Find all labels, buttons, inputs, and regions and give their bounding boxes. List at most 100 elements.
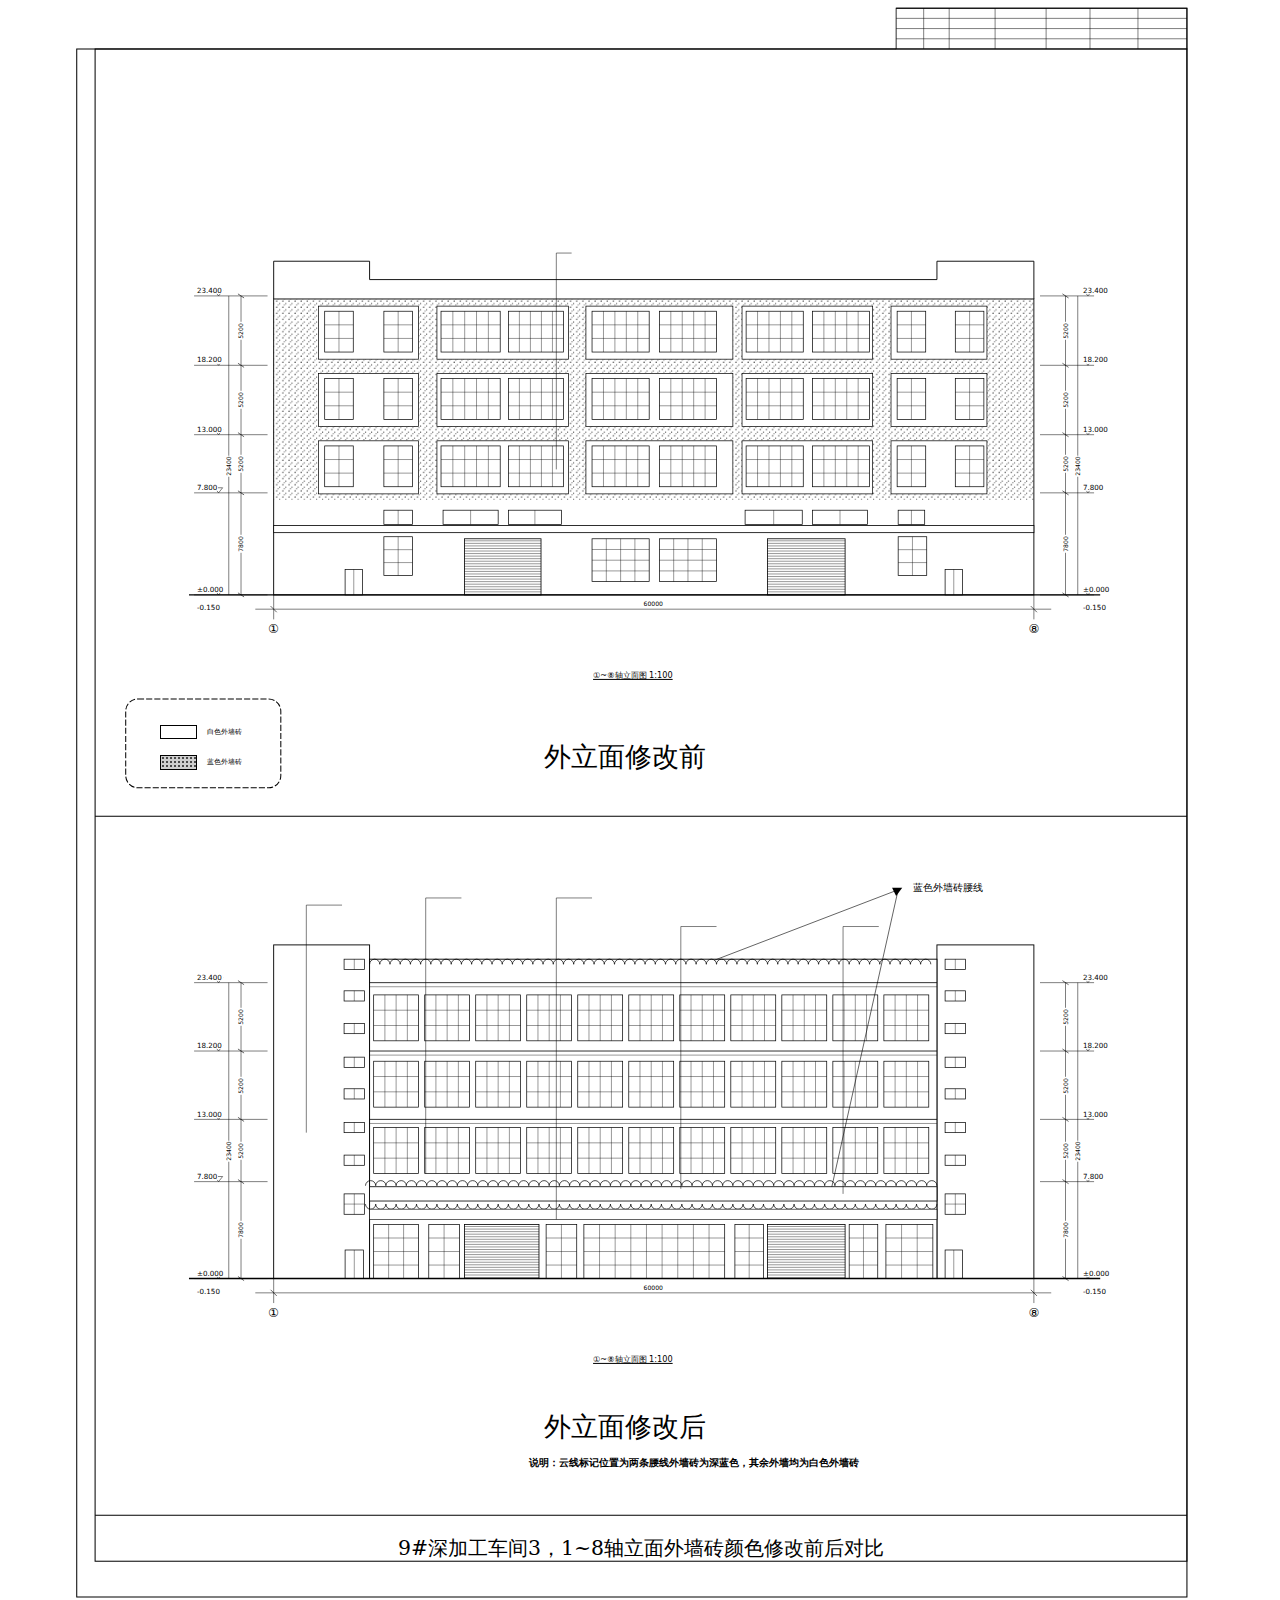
drawing-line — [768, 576, 846, 577]
drawing-line — [955, 324, 984, 325]
drawing-line — [578, 1142, 623, 1143]
drawing-line — [886, 1251, 933, 1252]
drawing-line — [592, 338, 649, 339]
dimension: 60000 — [643, 601, 664, 607]
drawing-line — [325, 473, 354, 474]
drawing-line — [897, 473, 926, 474]
drawing-line — [592, 560, 649, 561]
door — [345, 569, 362, 595]
drawing-line — [546, 1265, 577, 1266]
drawing-line — [815, 1061, 816, 1107]
drawing-line — [682, 446, 683, 487]
dimension: 5200 — [1063, 1077, 1069, 1095]
dimension: 5200 — [1063, 322, 1069, 340]
drawing-line — [429, 1238, 460, 1239]
window — [659, 539, 716, 582]
drawing-line — [530, 379, 531, 420]
drawing-line — [374, 1142, 419, 1143]
drawing-line — [680, 1142, 725, 1143]
drawing-line — [600, 1128, 601, 1174]
drawing-line — [1040, 434, 1094, 435]
drawing-line — [768, 1254, 846, 1255]
drawing-line — [384, 405, 413, 406]
window — [884, 1128, 929, 1174]
drawing-line — [768, 579, 846, 580]
building-outline — [370, 959, 937, 1278]
legend-text: 蓝色外墙砖 — [206, 759, 243, 766]
drawing-line — [846, 446, 847, 487]
window — [441, 379, 500, 420]
drawing-line — [768, 379, 769, 420]
drawing-line — [753, 995, 754, 1041]
drawing-line — [508, 324, 563, 325]
drawing-line — [1040, 1181, 1094, 1182]
window — [955, 379, 984, 420]
drawing-line — [435, 1128, 436, 1174]
drawing-line — [549, 995, 550, 1041]
drawing-line — [476, 1142, 521, 1143]
drawing-line — [844, 1061, 845, 1107]
drawing-line — [255, 609, 1051, 610]
drawing-line — [812, 459, 869, 460]
drawing-line — [425, 1010, 470, 1011]
drawing-line — [855, 1128, 856, 1174]
drawing-line — [374, 1238, 419, 1239]
panel-heading: 外立面修改前 — [543, 744, 707, 771]
drawing-line — [746, 405, 803, 406]
drawing-line — [713, 1128, 714, 1174]
drawing-line — [486, 995, 487, 1041]
drawing-line — [603, 446, 604, 487]
drawing-line — [592, 324, 649, 325]
drawing-line — [1040, 492, 1094, 493]
drawing-line — [768, 556, 846, 557]
elevation-level: 18.200 — [1082, 356, 1109, 363]
drawing-line — [659, 405, 716, 406]
drawing-line — [735, 1238, 764, 1239]
window — [833, 1128, 878, 1174]
drawing-line — [338, 446, 339, 487]
drawing-line — [768, 1244, 846, 1245]
window — [680, 995, 725, 1041]
drawing-line — [897, 392, 926, 393]
drawing-line — [611, 1128, 612, 1174]
drawing-line — [534, 510, 535, 524]
drawing-line — [662, 1128, 663, 1174]
drawing-line — [884, 1142, 929, 1143]
drawing-line — [194, 1051, 267, 1052]
drawing-line — [464, 543, 541, 544]
elevation-level: 13.000 — [196, 426, 223, 433]
window — [384, 379, 413, 420]
drawing-line — [731, 1142, 776, 1143]
drawing-line — [464, 556, 541, 557]
window — [897, 379, 926, 420]
drawing-line — [768, 1272, 846, 1273]
window — [629, 1061, 674, 1107]
drawing-line — [637, 379, 638, 420]
drawing-line — [273, 595, 274, 619]
window — [384, 446, 413, 487]
drawing-line — [911, 510, 912, 524]
drawing-line — [629, 1142, 674, 1143]
drawing-line — [782, 1091, 827, 1092]
elevation-level: ±0.000 — [196, 586, 224, 593]
drawing-line — [906, 1061, 907, 1107]
axis-number: ① — [267, 1307, 280, 1319]
drawing-line — [611, 1061, 612, 1107]
drawing-line — [782, 1142, 827, 1143]
drawing-line — [384, 1128, 385, 1174]
drawing-line — [895, 1128, 896, 1174]
drawing-line — [662, 995, 663, 1041]
drawing-line — [705, 311, 706, 352]
drawing-line — [705, 379, 706, 420]
drawing-line — [823, 446, 824, 487]
drawing-line — [955, 1155, 956, 1165]
drawing-line — [895, 995, 896, 1041]
drawing-line — [680, 1025, 725, 1026]
dimension: 60000 — [643, 1285, 664, 1291]
elevation-level: 7.800 — [196, 484, 218, 491]
drawing-line — [398, 446, 399, 487]
drawing-line — [955, 1122, 956, 1132]
drawing-line — [498, 1061, 499, 1107]
drawing-line — [374, 1025, 419, 1026]
drawing-line — [659, 549, 716, 550]
